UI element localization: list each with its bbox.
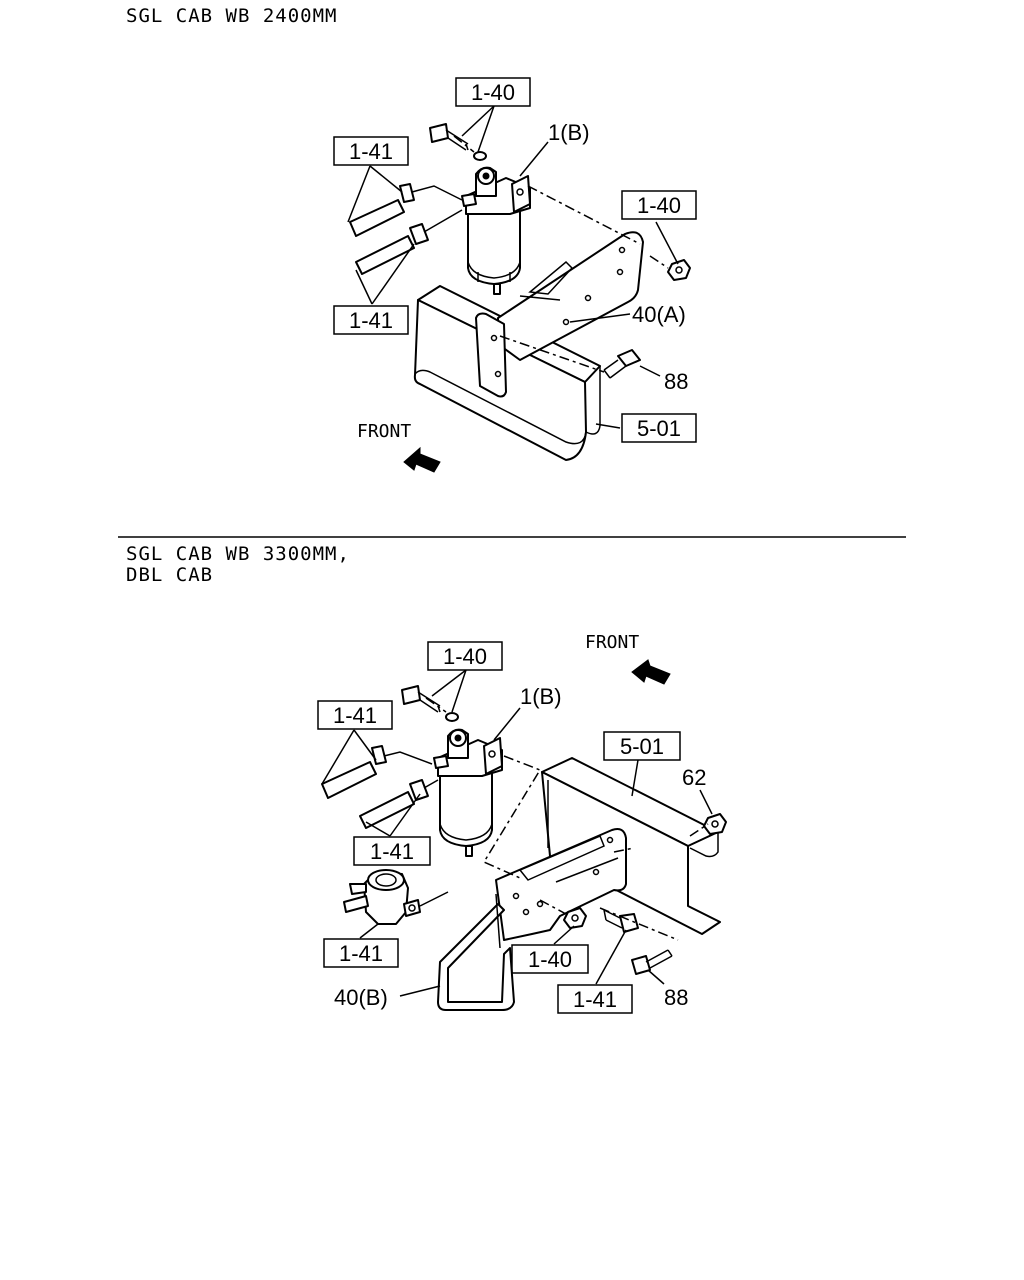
callout-box — [333, 136, 409, 166]
callout-bolt-88: 88 — [664, 985, 688, 1010]
callout-box — [603, 731, 681, 761]
callout-hose-lower: 1-41 — [349, 308, 393, 333]
front-label: FRONT — [357, 421, 411, 442]
callout-box — [427, 641, 503, 671]
callout-box — [353, 836, 431, 866]
callout-filter: 1(B) — [520, 684, 562, 709]
callout-hose-upper: 1-41 — [349, 139, 393, 164]
bolt-washer-upper — [429, 123, 487, 161]
callout-bracket: 40(B) — [334, 985, 388, 1010]
callout-box — [621, 413, 697, 443]
callout-hose-lower: 1-41 — [370, 839, 414, 864]
bolt-88-upper — [603, 349, 641, 379]
callout-nut-62: 62 — [682, 765, 706, 790]
callout-frame: 5-01 — [637, 416, 681, 441]
fuel-filter — [461, 166, 531, 295]
section-header-line-2: DBL CAB — [126, 564, 213, 586]
callout-pump: 1-41 — [339, 941, 383, 966]
callout-box — [323, 938, 399, 968]
callout-bolt-washer: 1-40 — [471, 80, 515, 105]
callout-box — [317, 700, 393, 730]
callout-bolt-mid: 1-41 — [573, 987, 617, 1012]
fuel-filter — [433, 728, 503, 857]
callout-box — [621, 190, 697, 220]
section-header: SGL CAB WB 2400MM — [126, 5, 337, 27]
nut-lower — [563, 907, 587, 929]
bracket-40b — [437, 828, 627, 1011]
callout-hose-upper: 1-41 — [333, 703, 377, 728]
callout-nut: 1-40 — [528, 947, 572, 972]
bracket-40a — [475, 231, 644, 398]
section-wb-3300-dbl-cab: SGL CAB WB 3300MM, DBL CAB FRONT — [126, 543, 727, 1014]
hose-lower — [359, 779, 439, 829]
bolt-washer-upper — [401, 685, 459, 722]
callout-bolt-washer: 1-40 — [443, 644, 487, 669]
front-arrow-icon — [631, 659, 671, 685]
callout-nut: 1-40 — [637, 193, 681, 218]
callout-frame: 5-01 — [620, 734, 664, 759]
callout-box — [455, 77, 531, 107]
hose-upper — [349, 183, 463, 237]
callout-box — [511, 944, 589, 974]
section-wb-2400: SGL CAB WB 2400MM — [126, 5, 697, 473]
callout-bolt: 88 — [664, 369, 688, 394]
nut-right — [667, 259, 691, 281]
callout-bracket: 40(A) — [632, 302, 686, 327]
priming-pump — [343, 869, 449, 925]
hose-lower — [355, 209, 463, 275]
front-label: FRONT — [585, 632, 639, 653]
callout-filter: 1(B) — [548, 120, 590, 145]
nut-62 — [703, 813, 727, 835]
callout-box — [557, 984, 633, 1014]
section-header-line-1: SGL CAB WB 3300MM, — [126, 543, 350, 565]
front-arrow-icon — [403, 446, 441, 473]
bolt-88-lower — [631, 949, 673, 975]
callout-box — [333, 305, 409, 335]
